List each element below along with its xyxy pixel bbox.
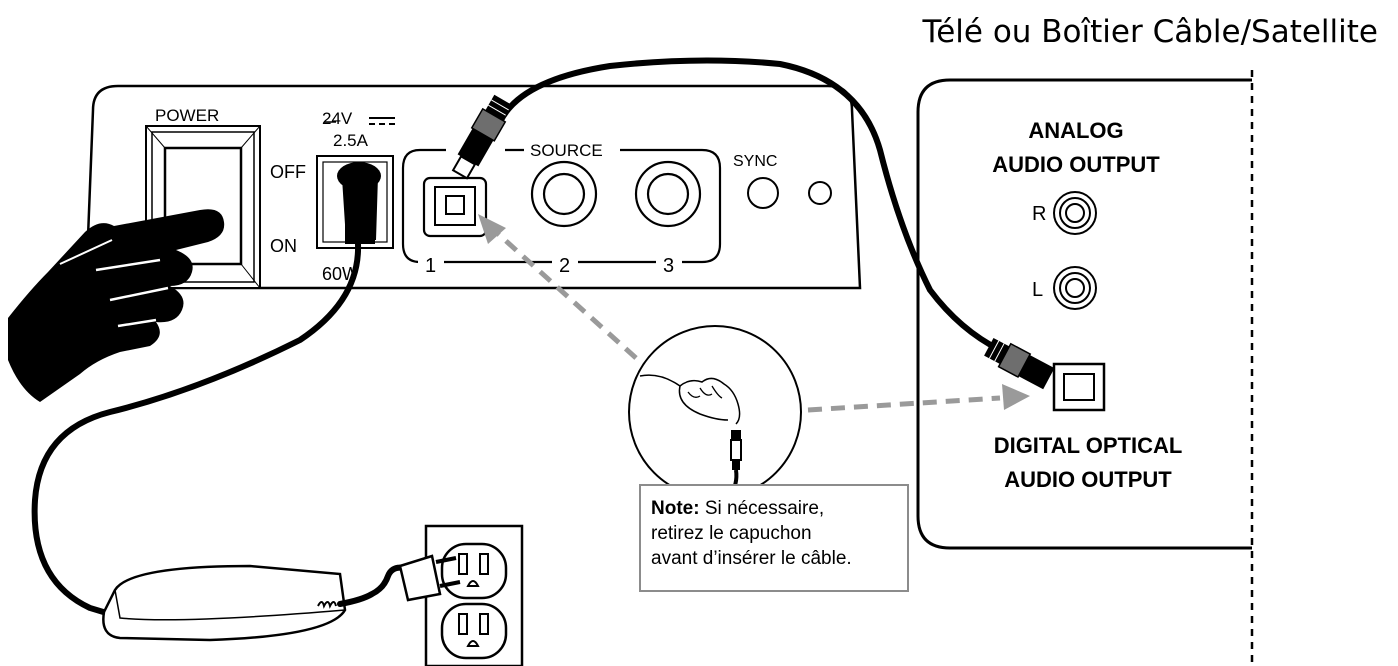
- off-label: OFF: [270, 162, 306, 182]
- wall-outlet-icon: [424, 524, 524, 666]
- digital-label-line2: AUDIO OUTPUT: [1004, 467, 1172, 492]
- status-led: [808, 181, 832, 205]
- analog-output-r: [1053, 191, 1097, 235]
- analog-output-l: [1053, 266, 1097, 310]
- optical-cable-tv-connector: [984, 337, 1055, 390]
- l-label: L: [1032, 279, 1043, 301]
- arrow-to-optical-input: [478, 214, 638, 360]
- analog-label-line1: ANALOG: [1028, 118, 1123, 143]
- sync-label: SYNC: [733, 153, 777, 170]
- coax-input-2: [530, 160, 598, 228]
- tv-rear-panel: [916, 70, 1254, 666]
- on-label: ON: [270, 236, 297, 256]
- page-title: Télé ou Boîtier Câble/Satellite: [922, 14, 1378, 50]
- source-number-1: 1: [425, 255, 436, 277]
- voltage-label: 24V: [322, 109, 353, 128]
- source-number-3: 3: [663, 255, 674, 277]
- note-bold-label: Note:: [651, 498, 700, 519]
- current-label: 2.5A: [333, 131, 369, 150]
- hand-pointing-icon: [8, 209, 225, 402]
- wall-plug-icon: [398, 554, 461, 602]
- power-label: POWER: [155, 106, 219, 125]
- power-adapter-icon: [102, 564, 347, 642]
- note-line2: retirez le capuchon: [651, 523, 812, 544]
- optical-input-1: [422, 176, 488, 238]
- source-label: SOURCE: [530, 141, 603, 160]
- cap-removal-inset-icon: [628, 325, 802, 499]
- coax-input-3: [634, 160, 702, 228]
- digital-optical-output: [1052, 362, 1106, 412]
- note-line1: Si nécessaire,: [699, 498, 825, 519]
- sync-button: [747, 177, 779, 209]
- dc-symbol-icon: [369, 117, 395, 125]
- power-plug-icon: [337, 162, 381, 244]
- source-number-2: 2: [559, 255, 570, 277]
- note-callout: Note: Si nécessaire, retirez le capuchon…: [639, 484, 909, 592]
- analog-label-line2: AUDIO OUTPUT: [992, 152, 1160, 177]
- arrow-to-tv-optical-output: [807, 384, 1030, 413]
- optical-cable: [497, 57, 1003, 353]
- power-switch: [145, 125, 261, 289]
- r-label: R: [1032, 203, 1046, 225]
- adapter-cord: [337, 564, 407, 607]
- note-line3: avant d’insérer le câble.: [651, 548, 852, 569]
- power-cord: [31, 241, 362, 617]
- optical-cable-icon: [451, 94, 512, 180]
- digital-label-line1: DIGITAL OPTICAL: [994, 433, 1183, 458]
